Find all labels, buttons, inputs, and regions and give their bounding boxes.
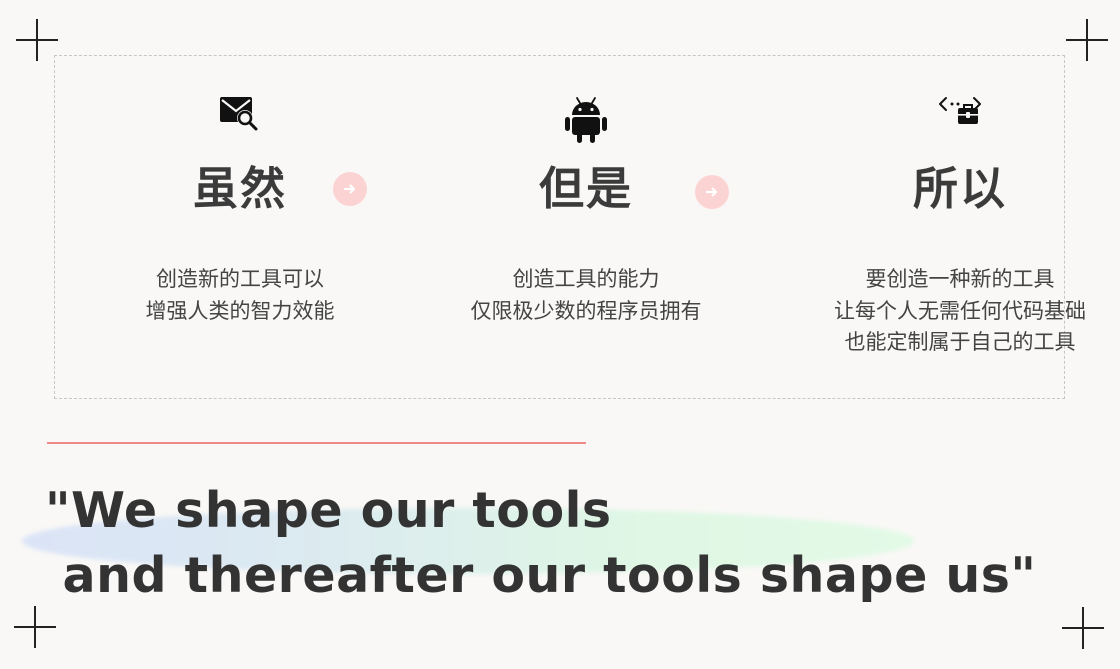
- crop-mark-bottom-left: [14, 606, 56, 648]
- crop-mark-top-left: [16, 19, 58, 61]
- gradient-highlight: [22, 508, 914, 574]
- step-heading: 但是: [538, 162, 633, 215]
- description-line: 增强人类的智力效能: [145, 298, 335, 323]
- steps-panel: 虽然 创造新的工具可以 增强人类的智力效能 但是 创造工具的能力 仅限极: [54, 55, 1086, 399]
- step-heading: 虽然: [192, 162, 287, 215]
- step-description: 创造新的工具可以 增强人类的智力效能: [90, 264, 390, 327]
- accent-divider: [47, 442, 586, 444]
- description-line: 创造新的工具可以: [156, 267, 324, 291]
- quote-line-1: "We shape our tools: [45, 482, 612, 539]
- arrow-right-icon: [695, 175, 729, 209]
- arrow-right-icon: [333, 172, 367, 206]
- code-toolbox-icon: [938, 94, 982, 134]
- crop-mark-top-right: [1066, 19, 1108, 61]
- step-description: 要创造一种新的工具 让每个人无需任何代码基础 也能定制属于自己的工具: [810, 264, 1110, 359]
- description-line: 也能定制属于自己的工具: [844, 330, 1076, 354]
- description-line: 要创造一种新的工具: [865, 267, 1055, 291]
- description-line: 创造工具的能力: [512, 267, 660, 291]
- description-line: 仅限极少数的程序员拥有: [470, 298, 702, 323]
- step-description: 创造工具的能力 仅限极少数的程序员拥有: [436, 264, 736, 327]
- quote-line-2: and thereafter our tools shape us": [45, 547, 1037, 604]
- quote-text: "We shape our tools and thereafter our t…: [45, 478, 1036, 608]
- android-icon: [564, 94, 608, 148]
- step-heading: 所以: [912, 162, 1007, 215]
- description-line: 让每个人无需任何代码基础: [834, 298, 1086, 323]
- mail-search-icon: [218, 94, 262, 138]
- crop-mark-bottom-right: [1062, 607, 1104, 649]
